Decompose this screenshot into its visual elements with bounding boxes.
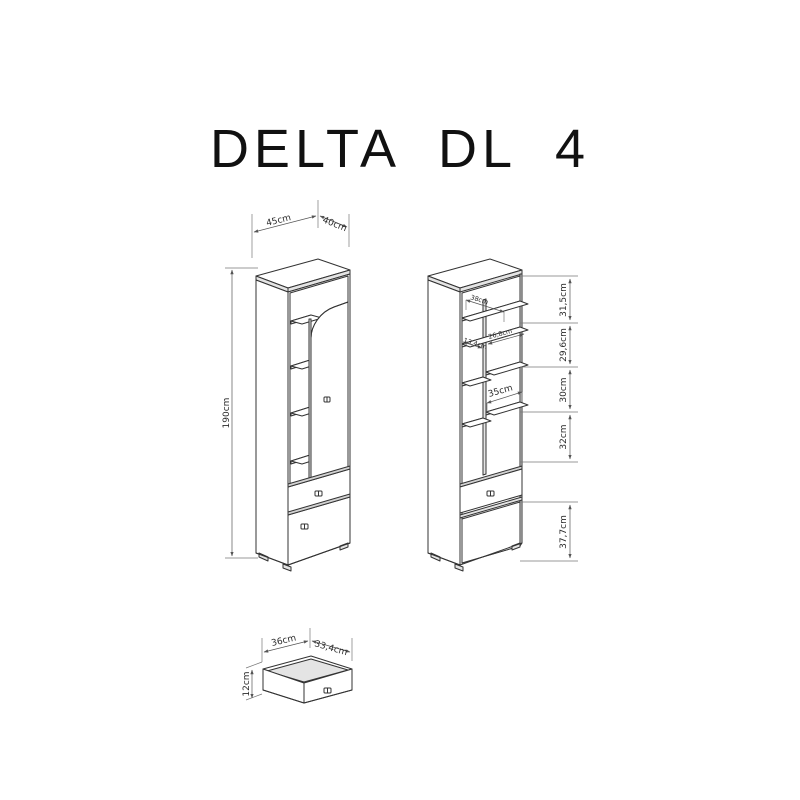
carcass-drawer-handle[interactable]	[486, 490, 495, 497]
dim-drawer-width: 36cm	[270, 634, 297, 649]
view-drawer-detail: 36cm 33,4cm 12cm	[242, 628, 353, 704]
carcass-lower-rail	[459, 496, 523, 519]
shelf-group	[290, 314, 323, 465]
drawer-bottom-right-edge	[303, 689, 353, 704]
drawer-depth-dimension-line	[311, 640, 351, 653]
drawer-upper-top-edge	[287, 465, 351, 488]
drawer-detail-handle[interactable]	[323, 687, 332, 694]
cabinet-left-side-panel	[255, 279, 289, 566]
dim-divider-left-line	[462, 341, 483, 349]
dim-overall-height: 190cm	[222, 398, 232, 429]
carcass-shelf-5-top	[485, 401, 529, 416]
dim-shelf-span-top-line	[465, 299, 505, 313]
dim-35-extensions	[486, 392, 523, 412]
drawer-dim-extensions	[245, 628, 353, 701]
dim-divider-right-line	[487, 333, 525, 345]
dim-section-5: 37,7cm	[559, 515, 569, 549]
dim-top-width: 45cm	[265, 213, 292, 229]
view-front-closed: 45cm 40cm 190cm	[222, 200, 351, 572]
dim-section-1: 31,5cm	[559, 283, 569, 317]
carcass-shelf-4-top	[461, 376, 492, 387]
drawer-lower-handle[interactable]	[300, 523, 309, 530]
section-extension-lines	[520, 275, 578, 562]
dim-shelf-depth-line	[486, 391, 523, 404]
drawer-bottom-left-edge	[262, 689, 305, 704]
base-line-right	[287, 542, 351, 566]
carcass-base-left	[427, 552, 461, 566]
carcass-left-side-panel	[427, 279, 461, 566]
dim-section-2: 29,6cm	[559, 328, 569, 362]
page-title: DELTA DL 4	[209, 119, 591, 179]
top-depth-dimension-line	[319, 215, 348, 228]
dim-section-4: 32cm	[559, 424, 569, 449]
dim-section-3: 30cm	[559, 377, 569, 402]
carcass-base-right	[459, 542, 523, 566]
base-line-left	[255, 552, 289, 566]
carcass-shelf-3-top	[485, 361, 529, 376]
drawer-width-dimension-line	[263, 640, 309, 653]
door-handle[interactable]	[323, 396, 331, 403]
drawer-upper-handle[interactable]	[314, 490, 323, 497]
door-left-edge	[308, 318, 312, 495]
view-open-carcass: 38cm 13,4cm 26,8cm 35cm	[427, 258, 578, 572]
dim-drawer-height: 12cm	[242, 671, 252, 696]
height-extension-lines	[225, 267, 258, 559]
dim-top-depth: 40cm	[321, 216, 348, 235]
top-width-dimension-line	[253, 215, 317, 233]
dim-38-extensions	[465, 300, 505, 322]
drawer-lower-top-edge	[287, 493, 351, 516]
top-dimension-extension-lines	[251, 200, 350, 258]
carcass-shelf-6-top	[461, 417, 492, 428]
dim-drawer-depth: 33,4cm	[313, 639, 348, 658]
